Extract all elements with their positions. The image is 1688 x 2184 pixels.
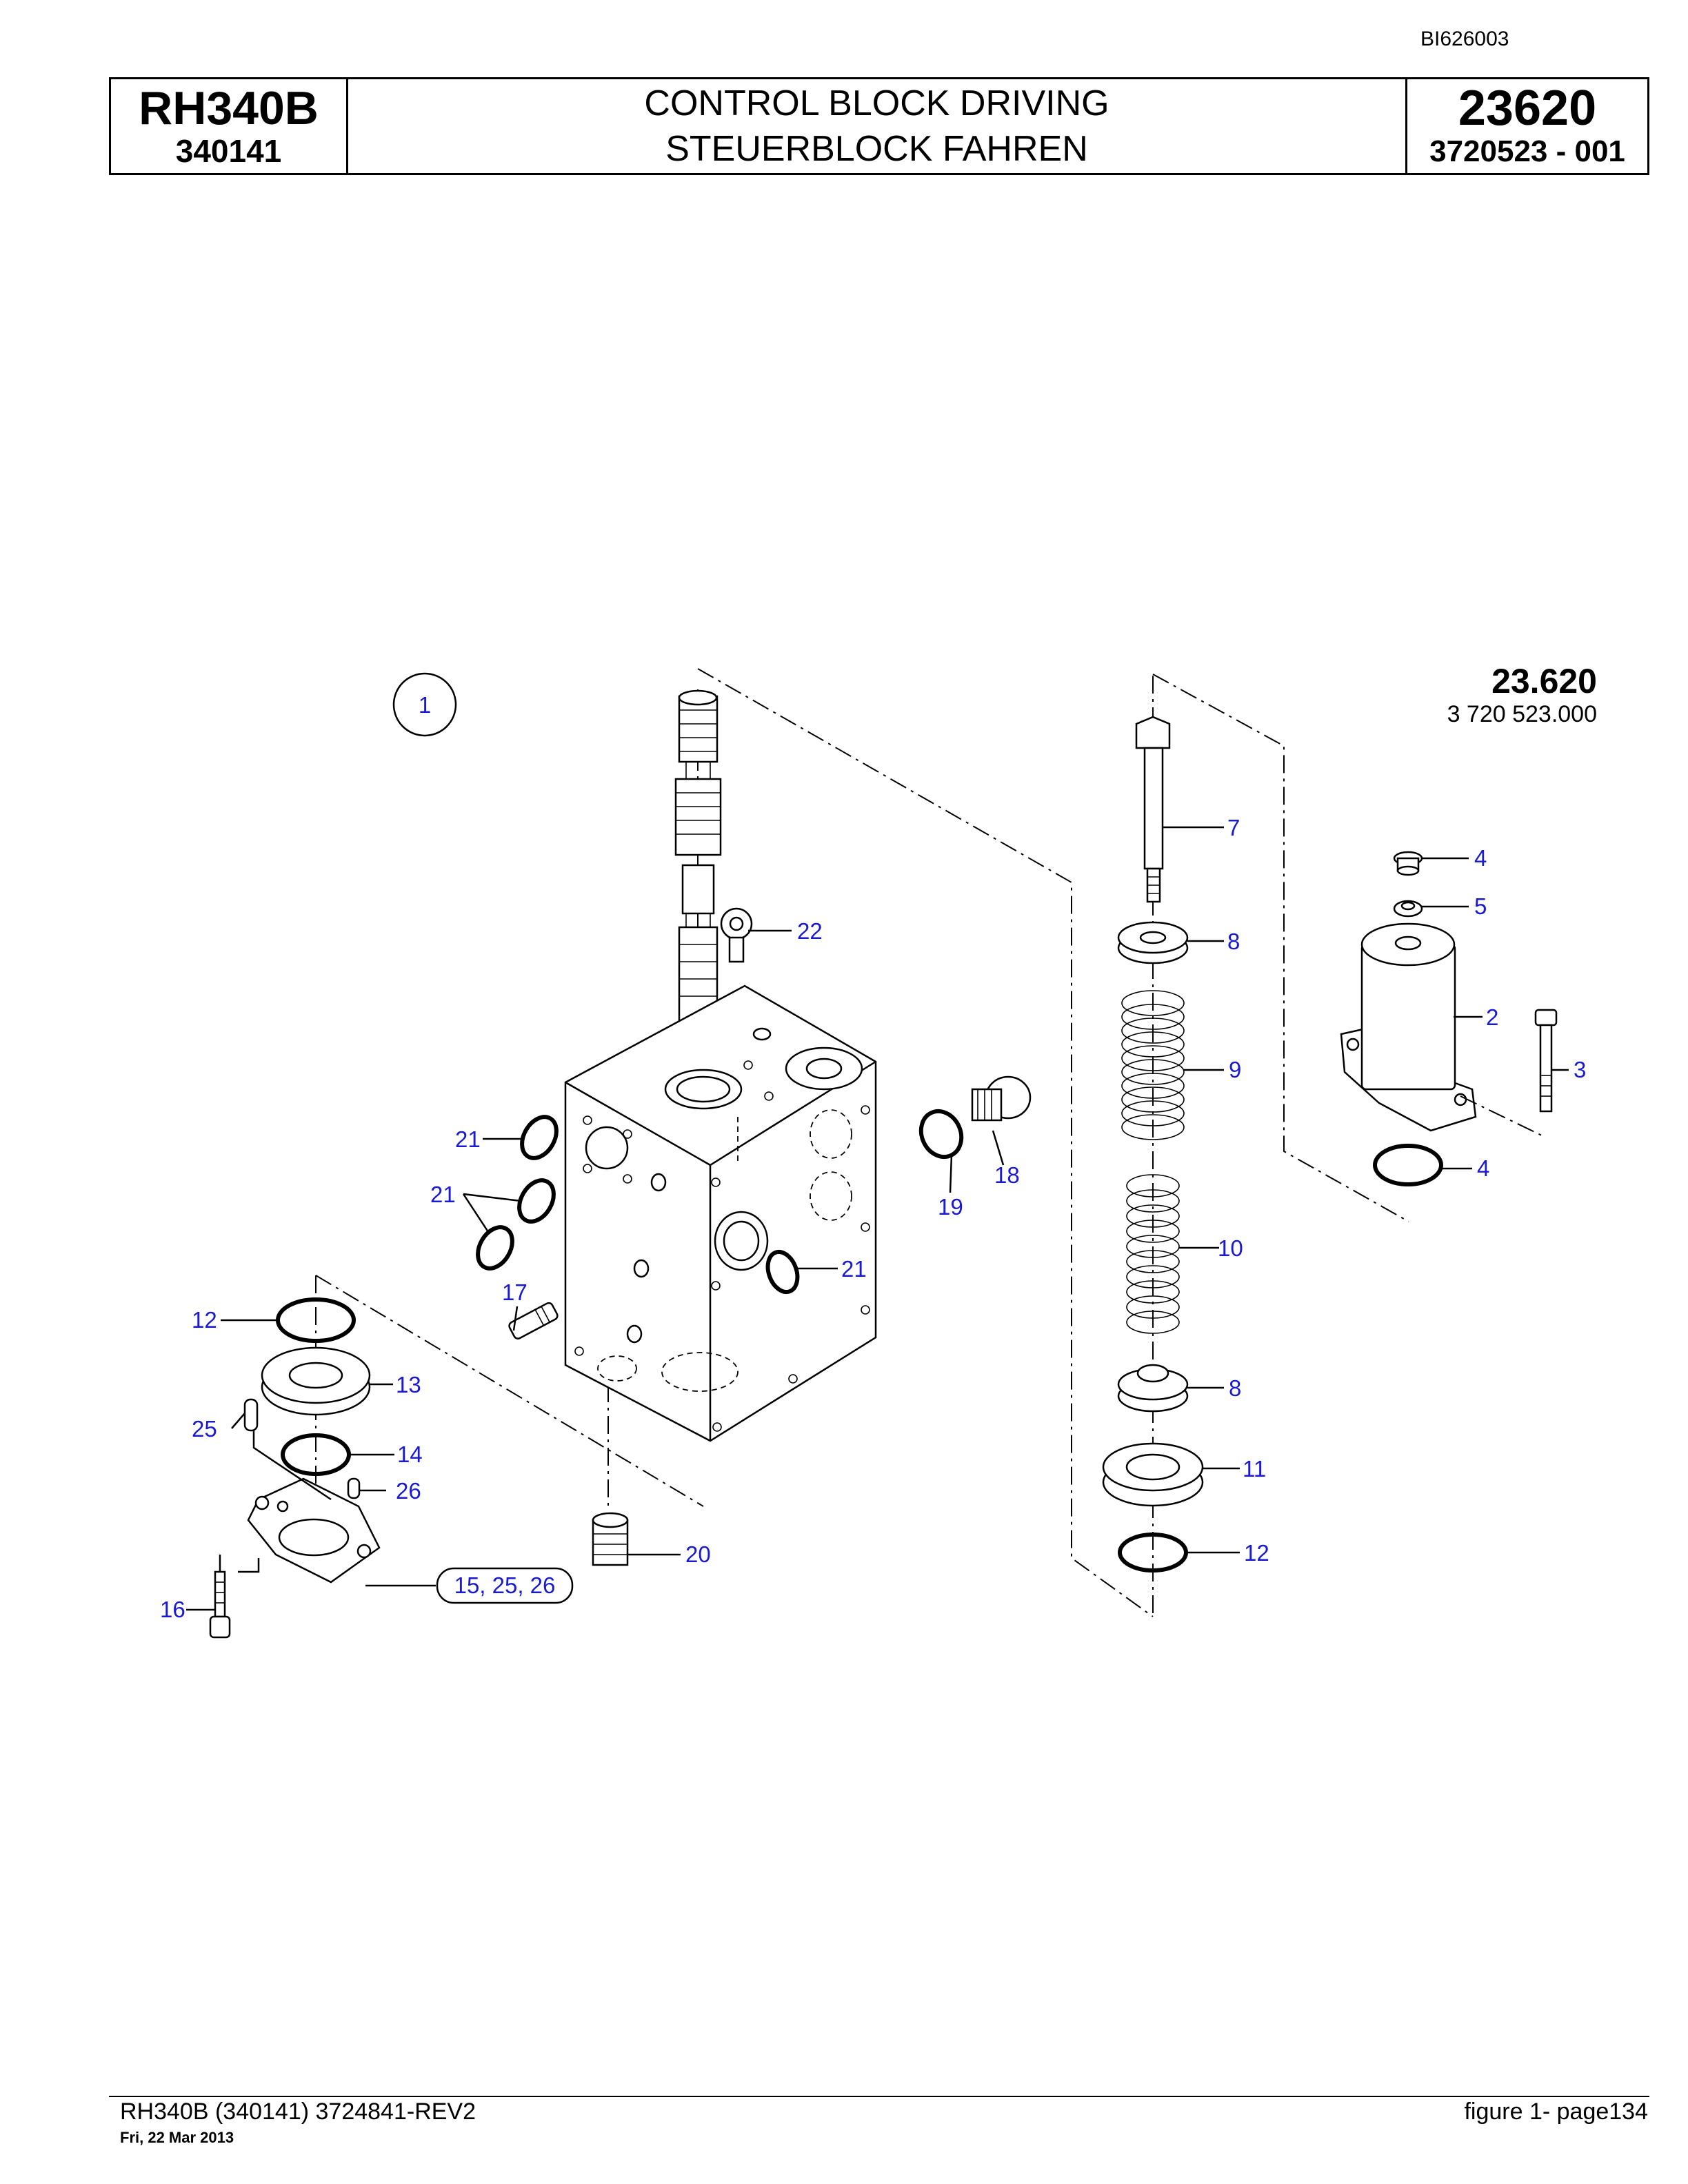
bolt-3	[1534, 1009, 1558, 1113]
callout-10: 10	[1218, 1235, 1243, 1261]
serial-number: 340141	[175, 133, 282, 169]
footer-rule	[109, 2096, 1649, 2097]
cover-housing-2	[1340, 922, 1477, 1132]
callout-8-bottom: 8	[1229, 1375, 1241, 1401]
part-number: 3720523 - 001	[1429, 134, 1625, 168]
footer-date: Fri, 22 Mar 2013	[120, 2129, 234, 2146]
o-ring-21-port	[765, 1249, 800, 1295]
screw-4-top	[1393, 851, 1423, 876]
callout-4-top: 4	[1474, 845, 1487, 871]
spring-9	[1121, 990, 1185, 1140]
pin-25	[243, 1398, 259, 1432]
drawing-group-number: 23.620	[1491, 662, 1597, 700]
callout-16: 16	[160, 1597, 185, 1622]
callout-12-top: 12	[192, 1307, 217, 1333]
group-number: 23620	[1458, 81, 1597, 136]
callout-9: 9	[1229, 1057, 1241, 1082]
leader-lines	[186, 826, 1569, 1611]
o-ring-21-top	[520, 1115, 559, 1160]
callout-21-top: 21	[455, 1126, 481, 1152]
footer-document-ref: RH340B (340141) 3724841-REV2	[120, 2099, 476, 2125]
callout-4-bottom: 4	[1477, 1155, 1489, 1181]
plug-20	[592, 1512, 629, 1566]
callout-25: 25	[192, 1416, 217, 1442]
control-block-body	[564, 984, 877, 1442]
spring-seat-8-bottom	[1117, 1364, 1189, 1413]
drawing-part-number: 3 720 523.000	[1447, 701, 1597, 727]
callout-21-port: 21	[841, 1256, 867, 1282]
figure-number-circle	[392, 672, 457, 737]
callout-22: 22	[797, 918, 823, 944]
bolt-16	[209, 1570, 231, 1639]
o-ring-21-mid	[517, 1178, 556, 1224]
callout-17: 17	[502, 1280, 528, 1305]
callout-13: 13	[396, 1372, 421, 1397]
assembly-line-cover	[1152, 674, 1409, 1222]
seal-ring-19	[918, 1109, 964, 1160]
callout-kit-15-25-26: 15, 25, 26	[454, 1573, 556, 1598]
callout-26: 26	[396, 1478, 421, 1504]
callout-7: 7	[1227, 815, 1240, 840]
callout-2: 2	[1486, 1004, 1498, 1030]
figure-number: 1	[419, 692, 431, 718]
washer-5	[1393, 900, 1423, 918]
group-cell: 23620 3720523 - 001	[1407, 79, 1647, 173]
callout-3: 3	[1574, 1057, 1586, 1082]
callout-8-top: 8	[1227, 929, 1240, 954]
title-german: STEUERBLOCK FAHREN	[665, 129, 1088, 169]
assembly-line-flange	[315, 1275, 704, 1507]
o-ring-21-low	[476, 1225, 514, 1271]
spring-seat-8-top	[1117, 921, 1189, 964]
eye-bolt-22	[720, 907, 753, 963]
callout-5: 5	[1474, 893, 1487, 919]
callout-19: 19	[938, 1194, 963, 1220]
fitting-17	[508, 1302, 559, 1339]
o-ring-4-bottom	[1373, 1144, 1443, 1186]
pin-26	[347, 1477, 361, 1499]
model-cell: RH340B 340141	[111, 79, 348, 173]
document-id: BI626003	[1420, 28, 1509, 50]
assembly-line-stem	[697, 668, 1154, 1617]
drawing-reference: 23.620 3 720 523.000	[1447, 662, 1597, 728]
spool-stem	[674, 689, 722, 1025]
title-block: RH340B 340141 CONTROL BLOCK DRIVING STEU…	[109, 77, 1649, 175]
plug-18	[971, 1075, 1032, 1122]
callout-12-bottom: 12	[1244, 1540, 1269, 1566]
bolt-7	[1135, 716, 1171, 903]
callout-18: 18	[994, 1162, 1020, 1188]
washer-11	[1102, 1442, 1204, 1507]
spring-10	[1126, 1174, 1180, 1334]
callout-11: 11	[1243, 1456, 1266, 1482]
title-cell: CONTROL BLOCK DRIVING STEUERBLOCK FAHREN	[348, 79, 1407, 173]
adapter-13	[261, 1346, 371, 1416]
callout-21-pair: 21	[430, 1182, 456, 1207]
model-name: RH340B	[139, 82, 319, 134]
callout-20: 20	[685, 1541, 711, 1567]
kit-callout-box	[436, 1567, 574, 1604]
flange-15	[247, 1477, 381, 1584]
footer-page-ref: figure 1- page134	[1464, 2099, 1648, 2125]
title-english: CONTROL BLOCK DRIVING	[644, 83, 1109, 123]
callout-14: 14	[397, 1442, 423, 1467]
